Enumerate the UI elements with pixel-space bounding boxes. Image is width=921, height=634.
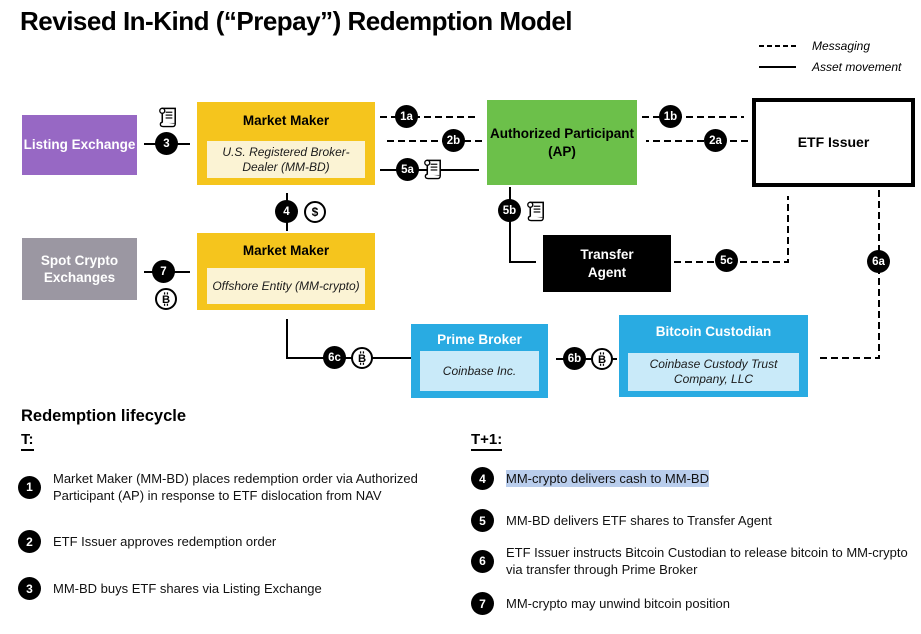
flow-badge-2a: 2a [704,129,727,152]
bitcoin-icon: B [155,288,177,310]
box-listing-exchange-title: Listing Exchange [23,137,136,153]
lifecycle-heading: Redemption lifecycle [21,407,187,425]
step-badge-1: 1 [18,475,41,499]
flow-badge-4: 4 [275,200,298,223]
box-market-maker-bd-subtitle: U.S. Registered Broker-Dealer (MM-BD) [207,141,365,178]
bitcoin-glyph: B [598,352,606,366]
svg-text:B: B [162,294,170,306]
flow-badge-6c: 6c [323,346,346,369]
box-bitcoin-custodian-subtitle: Coinbase Custody Trust Company, LLC [628,353,799,391]
box-bitcoin-custodian-title: Bitcoin Custodian [655,324,772,339]
flow-badge-5c: 5c [715,249,738,272]
phase-t1-label: T+1: [471,431,503,451]
box-spot-crypto-exchanges-title: Spot Crypto Exchanges [40,252,119,285]
flow-badge-1b: 1b [659,105,682,128]
step-text-1: Market Maker (MM-BD) places redemption o… [53,471,418,504]
legend-messaging-label: Messaging [812,38,871,53]
arrow-5b [509,187,538,268]
step-text-2: ETF Issuer approves redemption order [53,533,277,549]
box-market-maker-bd-title: Market Maker [242,113,330,128]
bitcoin-icon: B [351,347,373,369]
box-authorized-participant: Authorized Participant (AP) [487,100,637,185]
flow-badge-6a: 6a [867,250,890,273]
box-spot-crypto-exchanges: Spot Crypto Exchanges [22,238,137,300]
order-scroll-icon [525,200,548,223]
step-badge-6: 6 [471,549,494,573]
box-market-maker-crypto-subtitle: Offshore Entity (MM-crypto) [207,268,365,304]
page-title: Revised In-Kind (“Prepay”) Redemption Mo… [20,6,573,36]
bitcoin-icon: B [591,348,613,370]
box-market-maker-crypto: Market Maker Offshore Entity (MM-crypto) [197,233,375,310]
step-badge-2: 2 [18,530,41,553]
box-prime-broker: Prime Broker Coinbase Inc. [411,324,548,398]
box-bitcoin-custodian: Bitcoin Custodian Coinbase Custody Trust… [619,315,808,397]
dollar-icon: $ [304,201,326,223]
step-badge-7: 7 [471,592,494,615]
svg-text:B: B [358,353,366,365]
arrow-6c [281,317,411,359]
lifecycle-item-1: 1 Market Maker (MM-BD) places redemption… [18,470,438,504]
step-text-5: MM-BD delivers ETF shares to Transfer Ag… [506,512,772,528]
step-text-6: ETF Issuer instructs Bitcoin Custodian t… [506,545,908,578]
box-prime-broker-subtitle: Coinbase Inc. [420,351,539,391]
box-etf-issuer: ETF Issuer [752,98,915,187]
box-listing-exchange: Listing Exchange [22,115,137,175]
step-badge-5: 5 [471,509,494,532]
box-transfer-agent-title: Transfer Agent [580,247,634,280]
lifecycle-item-4: 4 MM-crypto delivers cash to MM-BD [471,467,911,490]
step-badge-4: 4 [471,467,494,490]
phase-t-label: T: [21,431,34,451]
flow-badge-3: 3 [155,132,178,155]
flow-badge-7: 7 [152,260,175,283]
flow-badge-2b: 2b [442,129,465,152]
dashed-arrow-icon [759,40,798,51]
box-prime-broker-title: Prime Broker [437,332,522,347]
step-badge-3: 3 [18,577,41,600]
lifecycle-item-7: 7 MM-crypto may unwind bitcoin position [471,592,911,615]
step-text-7: MM-crypto may unwind bitcoin position [506,595,730,611]
arrow-5c [674,194,794,263]
box-etf-issuer-title: ETF Issuer [797,133,870,150]
arrow-6a [816,190,880,364]
order-scroll-icon [157,106,180,129]
step-text-4-highlighted: MM-crypto delivers cash to MM-BD [506,469,709,488]
flow-badge-1a: 1a [395,105,418,128]
svg-text:B: B [598,354,606,366]
legend: Messaging Asset movement [757,35,901,77]
flow-badge-5a: 5a [396,158,419,181]
step-text-3: MM-BD buys ETF shares via Listing Exchan… [53,580,322,596]
solid-arrow-icon [759,61,798,72]
legend-asset-movement: Asset movement [757,56,901,77]
legend-asset-movement-label: Asset movement [812,59,902,74]
lifecycle-item-5: 5 MM-BD delivers ETF shares to Transfer … [471,509,911,532]
order-scroll-icon [422,158,445,181]
lifecycle-item-2: 2 ETF Issuer approves redemption order [18,530,438,553]
box-market-maker-crypto-title: Market Maker [242,243,330,258]
bitcoin-glyph: B [162,292,170,306]
lifecycle-item-6: 6 ETF Issuer instructs Bitcoin Custodian… [471,544,919,578]
dollar-glyph: $ [311,205,319,219]
lifecycle-item-3: 3 MM-BD buys ETF shares via Listing Exch… [18,577,438,600]
flow-badge-5b: 5b [498,199,521,222]
legend-messaging: Messaging [757,35,901,56]
box-transfer-agent: Transfer Agent [543,235,671,292]
flow-badge-6b: 6b [563,347,586,370]
bitcoin-glyph: B [358,351,366,365]
box-market-maker-bd: Market Maker U.S. Registered Broker-Deal… [197,102,375,185]
box-authorized-participant-title: Authorized Participant (AP) [489,126,634,159]
